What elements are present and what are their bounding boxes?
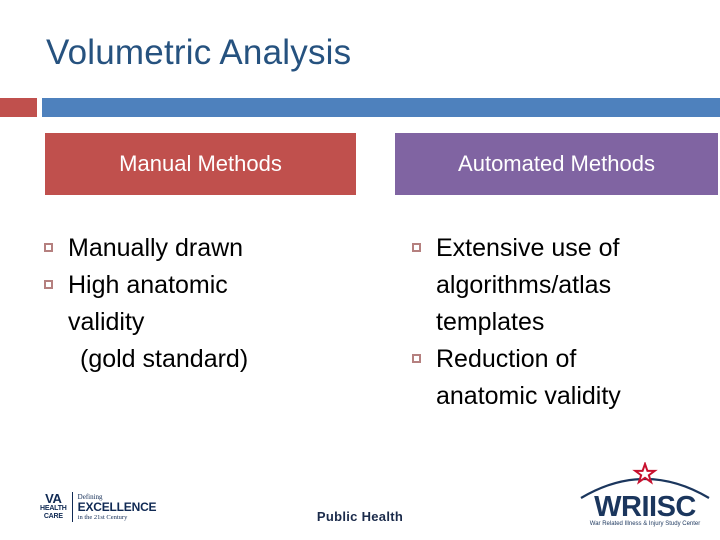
wriisc-tagline: War Related Illness & Injury Study Cente…: [590, 521, 701, 527]
list-item-continuation: algorithms/atlas: [400, 268, 720, 303]
va-mark-health: HEALTH: [40, 505, 67, 512]
list-item-continuation-label: anatomic validity: [436, 382, 621, 410]
list-item-label: Extensive use of: [436, 234, 620, 262]
list-item: High anatomic: [32, 268, 380, 303]
square-bullet-icon: [412, 354, 421, 363]
list-item-continuation-label: (gold standard): [80, 345, 249, 373]
accent-rule-red: [0, 98, 37, 117]
column-manual-methods: Manually drawn High anatomic validity (g…: [32, 231, 380, 379]
va-tagline: Defining EXCELLENCE in the 21st Century: [73, 491, 157, 523]
column-automated-methods: Extensive use of algorithms/atlas templa…: [400, 231, 720, 416]
star-icon: [632, 462, 658, 485]
va-mark-initials: VA: [45, 491, 62, 506]
list-item-continuation: (gold standard): [32, 342, 380, 377]
bullet-list: Manually drawn High anatomic validity (g…: [32, 231, 380, 377]
list-item: Extensive use of: [400, 231, 720, 266]
wriisc-logo-graphic: WRIISC War Related Illness & Injury Stud…: [580, 462, 710, 527]
list-item-continuation-label: templates: [436, 308, 545, 336]
list-item: Reduction of: [400, 342, 720, 377]
square-bullet-icon: [44, 243, 53, 252]
va-mark: VA HEALTH CARE: [40, 491, 72, 523]
column-header-automated-methods: Automated Methods: [395, 133, 718, 195]
list-item-continuation-label: algorithms/atlas: [436, 271, 612, 299]
column-header-manual-methods: Manual Methods: [45, 133, 356, 195]
list-item-label: Manually drawn: [68, 234, 244, 262]
va-tagline-line1: Defining: [77, 492, 103, 501]
va-health-care-logo: VA HEALTH CARE Defining EXCELLENCE in th…: [40, 491, 157, 523]
va-mark-care: CARE: [43, 513, 63, 520]
footer-center-text: Public Health: [316, 509, 404, 524]
page-title: Volumetric Analysis: [46, 33, 352, 72]
accent-rule-blue: [42, 98, 720, 117]
square-bullet-icon: [412, 243, 421, 252]
list-item-continuation: validity: [32, 305, 380, 340]
column-header-label: Manual Methods: [119, 151, 282, 176]
list-item-continuation-label: validity: [68, 308, 145, 336]
wriisc-logo: WRIISC War Related Illness & Injury Stud…: [578, 462, 712, 528]
square-bullet-icon: [44, 280, 53, 289]
bullet-list: Extensive use of algorithms/atlas templa…: [400, 231, 720, 414]
list-item-continuation: templates: [400, 305, 720, 340]
va-tagline-line3: in the 21st Century: [77, 513, 128, 521]
column-header-label: Automated Methods: [458, 151, 655, 176]
list-item-label: Reduction of: [436, 345, 577, 373]
va-logo-divider: [71, 492, 73, 522]
list-item-continuation: anatomic validity: [400, 379, 720, 414]
wriisc-wordmark: WRIISC: [594, 491, 696, 523]
va-tagline-line2: EXCELLENCE: [77, 499, 157, 514]
list-item-label: High anatomic: [68, 271, 228, 299]
list-item: Manually drawn: [32, 231, 380, 266]
